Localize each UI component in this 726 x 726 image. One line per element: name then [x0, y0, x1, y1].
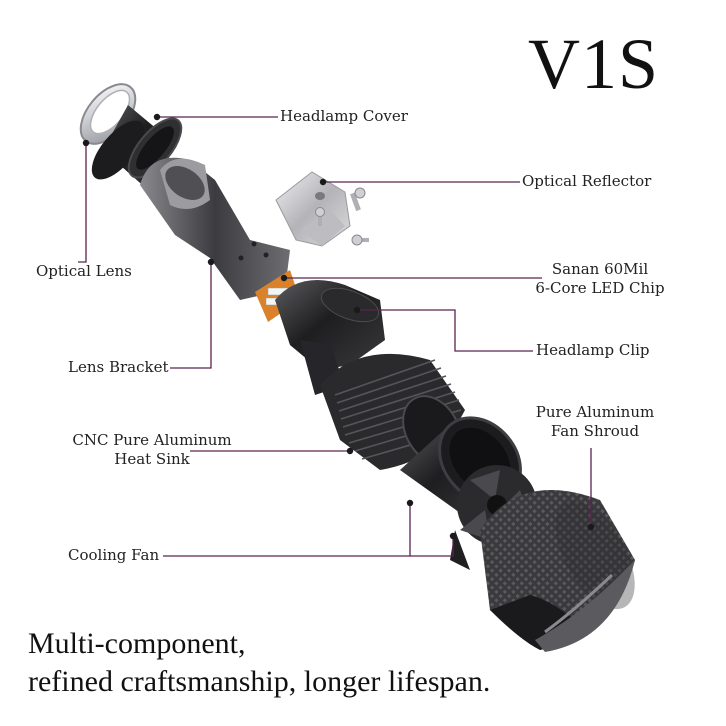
label-optical-reflector: Optical Reflector	[522, 172, 652, 190]
tagline-line1: Multi-component,	[28, 627, 246, 660]
label-optical-lens: Optical Lens	[36, 262, 132, 280]
leader-headlamp-clip	[357, 309, 533, 352]
label-led-chip: Sanan 60Mil 6-Core LED Chip	[522, 260, 678, 298]
model-title: V1S	[528, 24, 660, 104]
label-heat-sink-line2: Heat Sink	[114, 450, 190, 468]
leader-lens-bracket	[170, 262, 212, 369]
lens-bracket-part	[140, 157, 290, 300]
label-cooling-fan: Cooling Fan	[68, 546, 160, 564]
label-heat-sink-line1: CNC Pure Aluminum	[72, 431, 232, 449]
label-led-chip-line2: 6-Core LED Chip	[535, 279, 665, 297]
label-fan-shroud-line1: Pure Aluminum	[535, 403, 655, 421]
label-lens-bracket: Lens Bracket	[68, 358, 169, 376]
optical-reflector-part	[275, 171, 369, 247]
leader-lines	[78, 116, 592, 557]
label-fan-shroud-line2: Fan Shroud	[550, 422, 640, 440]
leader-optical-lens	[78, 143, 87, 263]
leader-dots	[82, 113, 595, 540]
tagline: Multi-component, refined craftsmanship, …	[28, 625, 490, 701]
label-headlamp-cover: Headlamp Cover	[280, 107, 408, 125]
label-heat-sink: CNC Pure Aluminum Heat Sink	[62, 431, 242, 469]
label-fan-shroud: Pure Aluminum Fan Shroud	[520, 403, 670, 441]
knurled-shroud-part	[480, 490, 635, 652]
leader-cooling-fan-2	[410, 536, 454, 557]
label-headlamp-clip: Headlamp Clip	[536, 341, 650, 359]
tagline-line2: refined craftsmanship, longer lifespan.	[28, 665, 491, 698]
leader-cooling-fan	[163, 503, 411, 557]
label-led-chip-line1: Sanan 60Mil	[551, 260, 649, 278]
